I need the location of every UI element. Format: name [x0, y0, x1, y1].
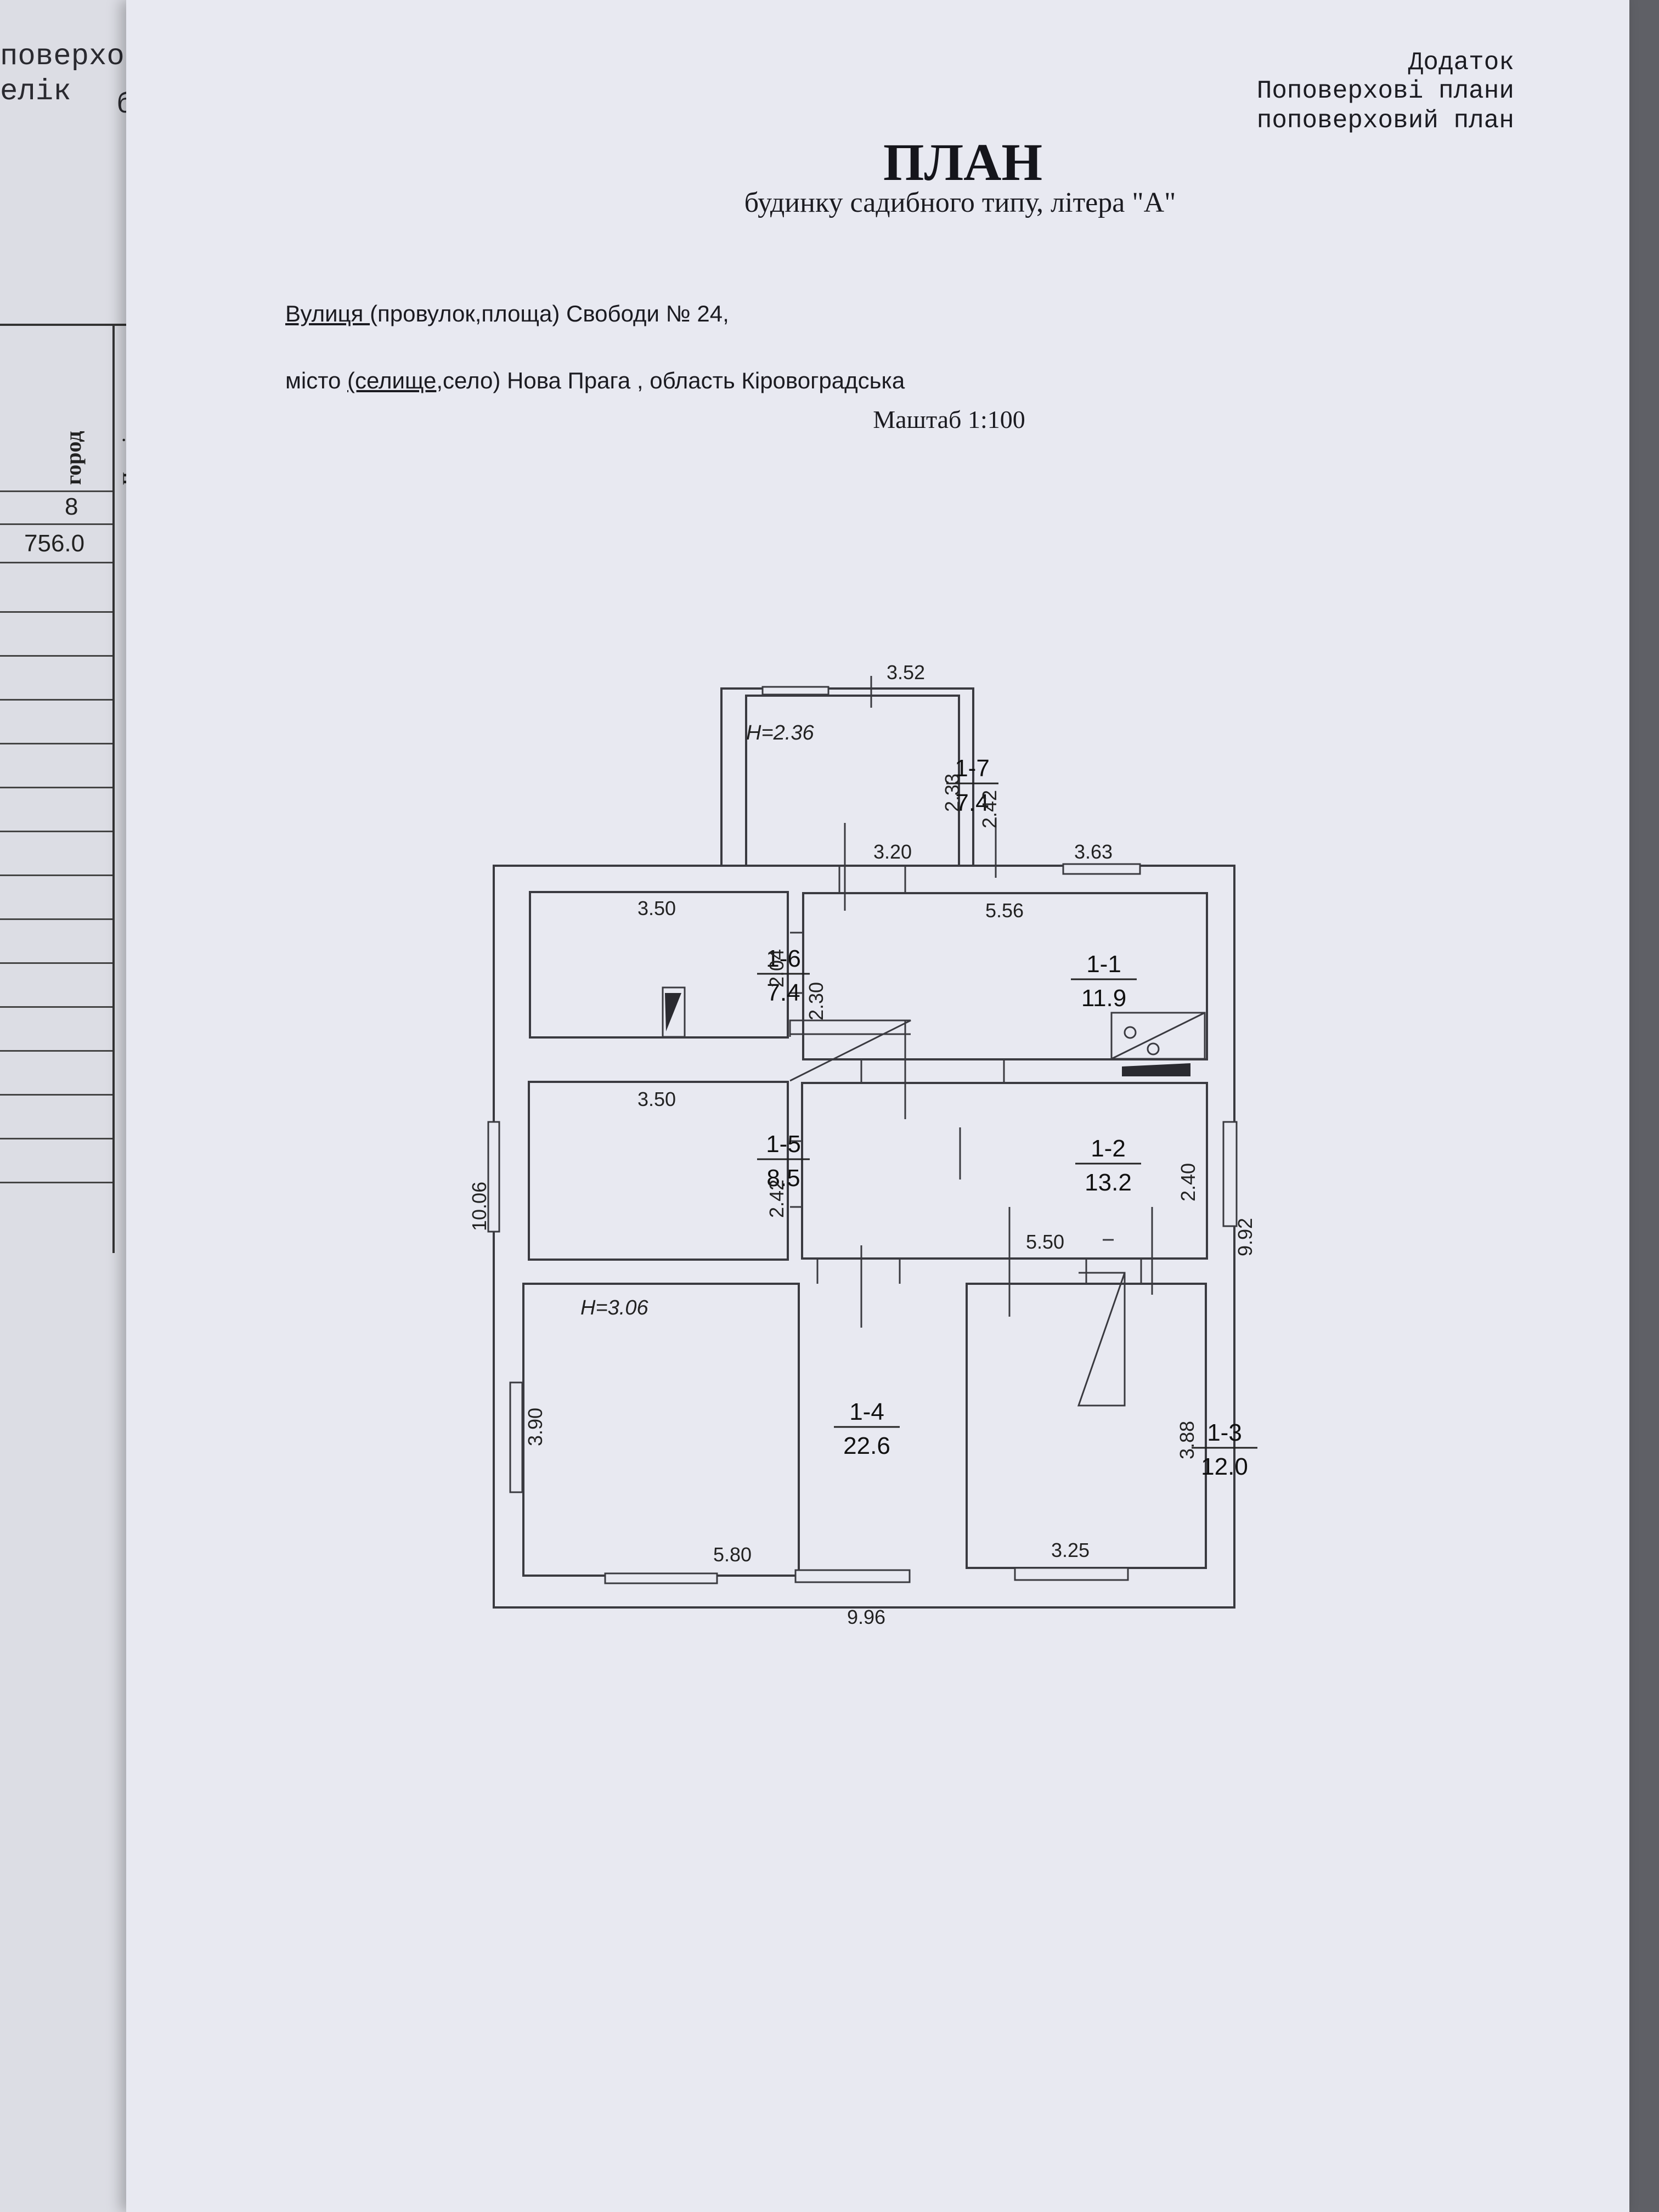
room-1-7-area: 7.4	[955, 789, 989, 816]
stair-details	[662, 986, 1206, 1407]
window-top-right	[1062, 863, 1141, 875]
window-bottom-1-3	[1014, 1567, 1129, 1581]
window-bottom-1-4a	[604, 1572, 718, 1584]
appendix-line2: Поповерхові плани	[1256, 77, 1514, 105]
city-label: місто	[285, 368, 347, 393]
page-title: ПЛАН	[883, 133, 1043, 191]
dim-r11-h: 2.30	[805, 982, 827, 1020]
page-subtitle: будинку садибного типу, літера "А"	[744, 187, 1176, 218]
dimension-labels: 3.52 2.33 2.42 3.20 3.63 3.50 2.04 5.56 …	[468, 661, 1256, 1628]
dim-annex-top: 3.52	[887, 661, 925, 684]
room-1-6-id: 1-6	[766, 945, 801, 972]
back-table-header: город	[61, 431, 86, 486]
dim-annex-outer: 2.42	[978, 790, 1001, 828]
room-1-1-id: 1-1	[1086, 951, 1121, 978]
stair-1-4	[1077, 1272, 1126, 1407]
scale-label: Маштаб 1:100	[873, 405, 1025, 433]
door-ticks	[790, 676, 1153, 1328]
dim-r12-w: 5.50	[1026, 1231, 1064, 1253]
chimney-1-6	[662, 986, 686, 1038]
room-1-6-area: 7.4	[766, 979, 800, 1006]
window-left-1-5	[487, 1121, 500, 1233]
room-1-5-area: 8.5	[766, 1165, 800, 1192]
annex-height: H=2.36	[746, 721, 814, 744]
dim-r16-w: 3.50	[637, 897, 676, 919]
room-labels: 1-7 7.4 1-6 7.4 1-1 11.9 1-5 8.5 1-2 13.…	[757, 755, 1257, 1480]
dim-annex-inner: 2.33	[941, 774, 963, 812]
room-1-3-outline	[966, 1283, 1207, 1569]
street-label: Вулиця	[285, 301, 370, 326]
stair-1-6	[789, 1019, 911, 1082]
appendix-line3: поповерховий план	[1256, 106, 1514, 135]
city-line: місто (селище,село) Нова Прага , область…	[285, 368, 905, 394]
main-height: H=3.06	[580, 1296, 648, 1319]
room-1-2-area: 13.2	[1085, 1169, 1132, 1196]
dim-r13-h: 3.88	[1176, 1421, 1198, 1459]
stove-base	[1122, 1063, 1190, 1076]
dim-annex-bottom: 3.20	[873, 840, 912, 863]
dim-r15-h: 2.42	[765, 1180, 788, 1218]
appendix-label: Додаток	[1408, 48, 1514, 77]
room-1-3-area: 12.0	[1201, 1453, 1248, 1480]
room-1-7-id: 1-7	[955, 755, 990, 782]
dim-top-right: 3.63	[1074, 840, 1113, 863]
dim-r15-w: 3.50	[637, 1088, 676, 1110]
room-1-3-id: 1-3	[1207, 1419, 1242, 1446]
annex-window	[761, 686, 830, 696]
dim-r13-w: 3.25	[1051, 1539, 1090, 1561]
room-1-6-outline	[529, 891, 789, 1039]
room-1-4-outline	[522, 1283, 800, 1577]
dim-r14-h: 3.90	[524, 1408, 546, 1446]
walls	[493, 687, 1235, 1609]
window-right-1-2	[1222, 1121, 1238, 1227]
dim-r14-w: 5.80	[713, 1543, 752, 1566]
room-1-2-outline	[801, 1082, 1208, 1260]
room-1-1-outline	[802, 892, 1208, 1060]
document-sheet: Додаток Поповерхові плани поповерховий п…	[126, 0, 1629, 2212]
back-line-3: елік	[0, 75, 71, 109]
room-1-2-id: 1-2	[1091, 1135, 1126, 1162]
dim-r12-h: 2.40	[1177, 1163, 1199, 1201]
room-1-5-id: 1-5	[766, 1131, 801, 1158]
dim-bottom-total: 9.96	[847, 1606, 885, 1628]
floor-plan: 1-7 7.4 1-6 7.4 1-1 11.9 1-5 8.5 1-2 13.…	[468, 661, 1257, 1628]
back-cell-b: 756.0	[24, 530, 85, 557]
room-1-1-area: 11.9	[1081, 985, 1126, 1012]
dim-r16-h: 2.04	[765, 949, 788, 988]
city-text: ,село) Нова Прага , область Кіровоградсь…	[436, 368, 905, 393]
dim-r11-w: 5.56	[985, 899, 1024, 922]
chimney-fill	[665, 993, 681, 1031]
city-selected: (селище	[347, 368, 437, 393]
stove	[1110, 1012, 1206, 1060]
back-cell-a: 8	[65, 493, 78, 520]
room-1-4-area: 22.6	[843, 1432, 890, 1459]
annex-wall-inner	[745, 695, 960, 866]
street-text: (провулок,площа) Свободи № 24,	[370, 301, 729, 326]
street-line: Вулиця (провулок,площа) Свободи № 24,	[285, 301, 729, 327]
previous-page-table: город Примітки 8 756.0	[0, 324, 139, 1253]
window-left-1-4	[509, 1381, 523, 1493]
windows	[487, 686, 1238, 1584]
room-1-5-outline	[528, 1081, 789, 1261]
dim-left-total: 10.06	[468, 1182, 490, 1231]
annex-wall-outer	[720, 687, 974, 866]
dim-right-total: 9.92	[1234, 1218, 1256, 1256]
room-1-4-id: 1-4	[849, 1398, 884, 1425]
outer-wall	[493, 865, 1235, 1609]
window-bottom-1-4b	[794, 1569, 911, 1583]
